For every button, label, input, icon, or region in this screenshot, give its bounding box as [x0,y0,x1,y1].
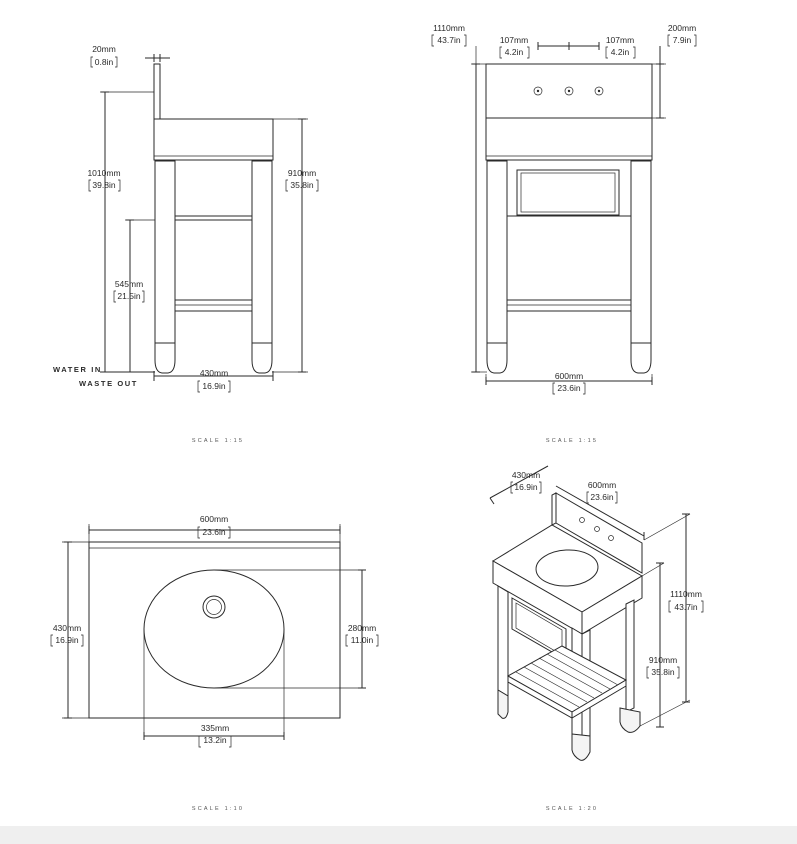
side-counter-height-in: 35.8in [290,180,313,190]
iso-counter-height-in: 35.8in [651,667,674,677]
front-scale-label: SCALE 1:15 [546,438,598,444]
top-bowl-depth-in: 11.0in [351,635,374,645]
top-width-mm: 600mm [200,514,228,524]
top-bowl-width-in: 13.2in [203,735,226,745]
side-counter-height-mm: 910mm [288,168,316,178]
front-splash-mm: 200mm [668,23,696,33]
side-total-height-mm: 1010mm [87,168,120,178]
iso-scale-label: SCALE 1:20 [546,806,598,812]
top-view: 600mm 23.6in 430mm 16.9in 280mm 11.0in 3… [50,514,379,812]
front-width-mm: 600mm [555,371,583,381]
bottom-bar [0,826,797,844]
side-backsplash-in: 0.8in [95,57,114,67]
side-pipe-height-in: 21.5in [117,291,140,301]
iso-depth-in: 16.9in [514,482,537,492]
iso-total-height-mm: 1110mm [670,589,702,599]
side-backsplash-mm: 20mm [92,44,116,54]
front-tap-right-in: 4.2in [611,47,630,57]
front-tap-left-in: 4.2in [505,47,524,57]
top-scale-label: SCALE 1:10 [192,806,244,812]
front-tap-right-mm: 107mm [606,35,634,45]
side-scale-label: SCALE 1:15 [192,438,244,444]
front-width-in: 23.6in [557,383,580,393]
top-bowl-width-mm: 335mm [201,723,229,733]
front-view: 1110mm 43.7in 107mm 4.2in 107mm 4.2in 20… [431,23,697,444]
side-depth-mm: 430mm [200,368,228,378]
isometric-view: 430mm 16.9in 600mm 23.6in 1110mm 43.7in … [489,465,704,812]
iso-width-in: 23.6in [590,492,613,502]
iso-counter-height-mm: 910mm [649,655,677,665]
top-width-in: 23.6in [202,527,225,537]
waste-out-label: WASTE OUT [79,379,138,388]
iso-width-mm: 600mm [588,480,616,490]
top-depth-in: 16.9in [55,635,78,645]
front-tap-left-mm: 107mm [500,35,528,45]
side-view: 20mm 0.8in 1010mm 39.8in 910mm 35.8in 54… [53,44,319,444]
top-bowl-depth-mm: 280mm [348,623,376,633]
front-total-height-mm: 1110mm [433,23,465,33]
water-in-label: WATER IN [53,365,102,374]
side-total-height-in: 39.8in [92,180,115,190]
side-depth-in: 16.9in [202,381,225,391]
top-depth-mm: 430mm [53,623,81,633]
iso-depth-mm: 430mm [512,470,540,480]
front-splash-in: 7.9in [673,35,692,45]
iso-total-height-in: 43.7in [674,602,697,612]
front-total-height-in: 43.7in [437,35,460,45]
side-pipe-height-mm: 545mm [115,279,143,289]
